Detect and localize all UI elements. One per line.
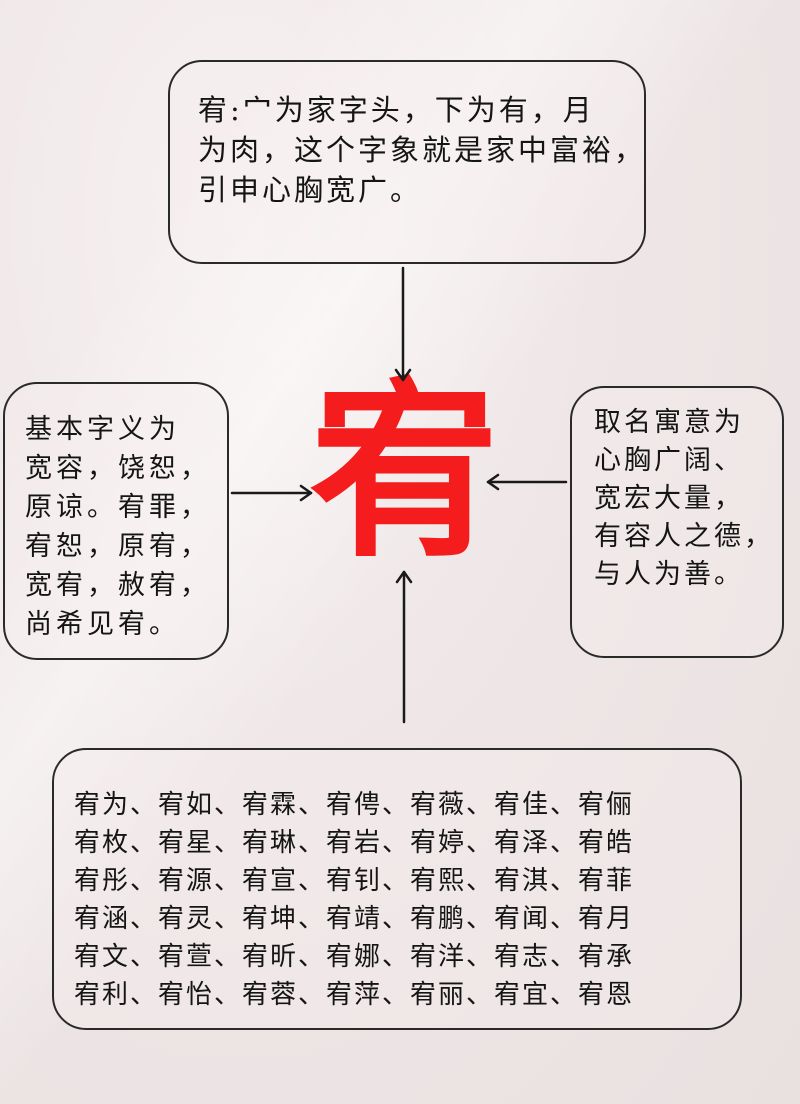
- text-line: 宥:宀为家字头，下为有，月: [198, 93, 595, 127]
- meaning-text: 基本字义为 宽容，饶恕， 原谅。宥罪， 宥恕，原宥， 宽宥，赦宥， 尚希见宥。: [25, 410, 227, 644]
- naming-text: 取名寓意为 心胸广阔、 宽宏大量， 有容人之德， 与人为善。: [594, 404, 782, 594]
- name-list: 宥为、宥如、宥霖、宥俜、宥薇、宥佳、宥俪 宥枚、宥星、宥琳、宥岩、宥婷、宥泽、宥…: [74, 786, 740, 1014]
- central-character: 宥: [309, 360, 500, 583]
- text-line: 宥恕，原宥，: [25, 531, 211, 562]
- name-row: 宥为、宥如、宥霖、宥俜、宥薇、宥佳、宥俪: [74, 790, 635, 820]
- text-line: 尚希见宥。: [25, 609, 180, 640]
- text-line: 基本字义为: [25, 414, 180, 445]
- text-line: 有容人之德，: [594, 521, 774, 552]
- text-line: 心胸广阔、: [594, 445, 744, 476]
- text-line: 为肉，这个字象就是家中富裕，: [198, 133, 647, 167]
- text-line: 原谅。宥罪，: [25, 492, 211, 523]
- text-line: 取名寓意为: [594, 407, 744, 438]
- name-row: 宥文、宥萱、宥昕、宥娜、宥洋、宥志、宥承: [74, 942, 635, 972]
- text-line: 与人为善。: [594, 559, 744, 590]
- name-row: 宥利、宥怡、宥蓉、宥萍、宥丽、宥宜、宥恩: [74, 980, 635, 1010]
- text-line: 宽宏大量，: [594, 483, 744, 514]
- arrow-right-icon: [230, 484, 313, 502]
- arrow-up-icon: [395, 570, 413, 724]
- arrow-down-icon: [394, 266, 412, 382]
- name-examples-box: 宥为、宥如、宥霖、宥俜、宥薇、宥佳、宥俪 宥枚、宥星、宥琳、宥岩、宥婷、宥泽、宥…: [52, 748, 742, 1030]
- text-line: 引申心胸宽广。: [198, 173, 423, 207]
- name-row: 宥枚、宥星、宥琳、宥岩、宥婷、宥泽、宥皓: [74, 828, 635, 858]
- basic-meaning-box: 基本字义为 宽容，饶恕， 原谅。宥罪， 宥恕，原宥， 宽宥，赦宥， 尚希见宥。: [3, 382, 229, 660]
- name-row: 宥彤、宥源、宥宣、宥钊、宥熙、宥淇、宥菲: [74, 866, 635, 896]
- naming-meaning-box: 取名寓意为 心胸广阔、 宽宏大量， 有容人之德， 与人为善。: [570, 386, 784, 658]
- arrow-left-icon: [486, 473, 568, 491]
- text-line: 宽容，饶恕，: [25, 453, 211, 484]
- name-row: 宥涵、宥灵、宥坤、宥靖、宥鹏、宥闻、宥月: [74, 904, 635, 934]
- character-structure-box: 宥:宀为家字头，下为有，月 为肉，这个字象就是家中富裕， 引申心胸宽广。: [168, 60, 646, 264]
- structure-text: 宥:宀为家字头，下为有，月 为肉，这个字象就是家中富裕， 引申心胸宽广。: [198, 90, 644, 210]
- text-line: 宽宥，赦宥，: [25, 570, 211, 601]
